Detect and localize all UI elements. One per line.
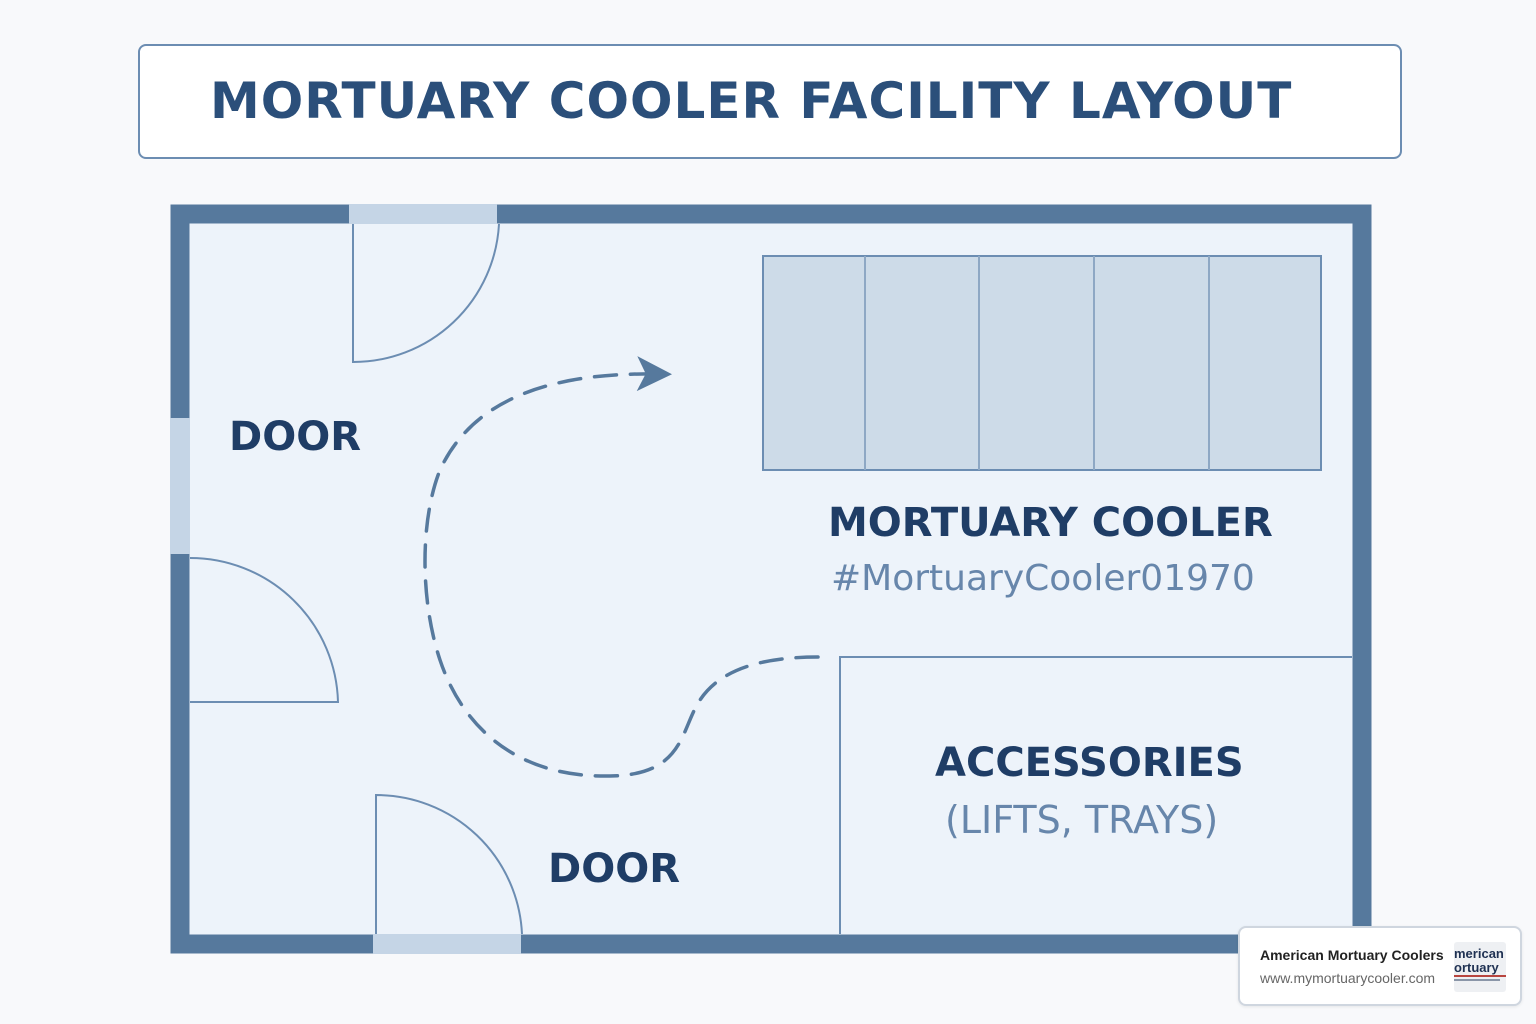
room-walls <box>170 204 1372 954</box>
accessories-area-border <box>839 656 1352 934</box>
cooler-rack-frame <box>762 255 1322 471</box>
company-logo-icon: merican ortuary <box>1454 942 1506 992</box>
flow-path-arrow <box>423 356 820 778</box>
door-label-left: DOOR <box>229 414 362 460</box>
door-opening-top <box>349 204 497 224</box>
title-box: MORTUARY COOLER FACILITY LAYOUT <box>138 44 1402 159</box>
accessories-subtitle: (LIFTS, TRAYS) <box>945 798 1219 842</box>
cooler-rack <box>762 255 1322 471</box>
door-swing-bottom <box>375 793 523 935</box>
door-swing-top <box>352 223 500 364</box>
door-opening-bottom <box>373 934 521 954</box>
watermark-company-name: American Mortuary Coolers <box>1260 947 1444 963</box>
cooler-label: MORTUARY COOLER <box>828 500 1273 546</box>
diagram-title: MORTUARY COOLER FACILITY LAYOUT <box>210 72 1293 130</box>
accessories-label: ACCESSORIES <box>935 740 1244 786</box>
door-opening-left <box>170 418 190 554</box>
watermark-badge: American Mortuary Coolers www.mymortuary… <box>1238 926 1522 1006</box>
svg-text:ortuary: ortuary <box>1454 960 1500 975</box>
svg-text:merican: merican <box>1454 946 1504 961</box>
watermark-url: www.mymortuarycooler.com <box>1260 970 1436 986</box>
door-swing-left <box>189 557 340 703</box>
cooler-model-label: #MortuaryCooler01970 <box>831 558 1255 599</box>
door-label-bottom: DOOR <box>548 846 681 892</box>
